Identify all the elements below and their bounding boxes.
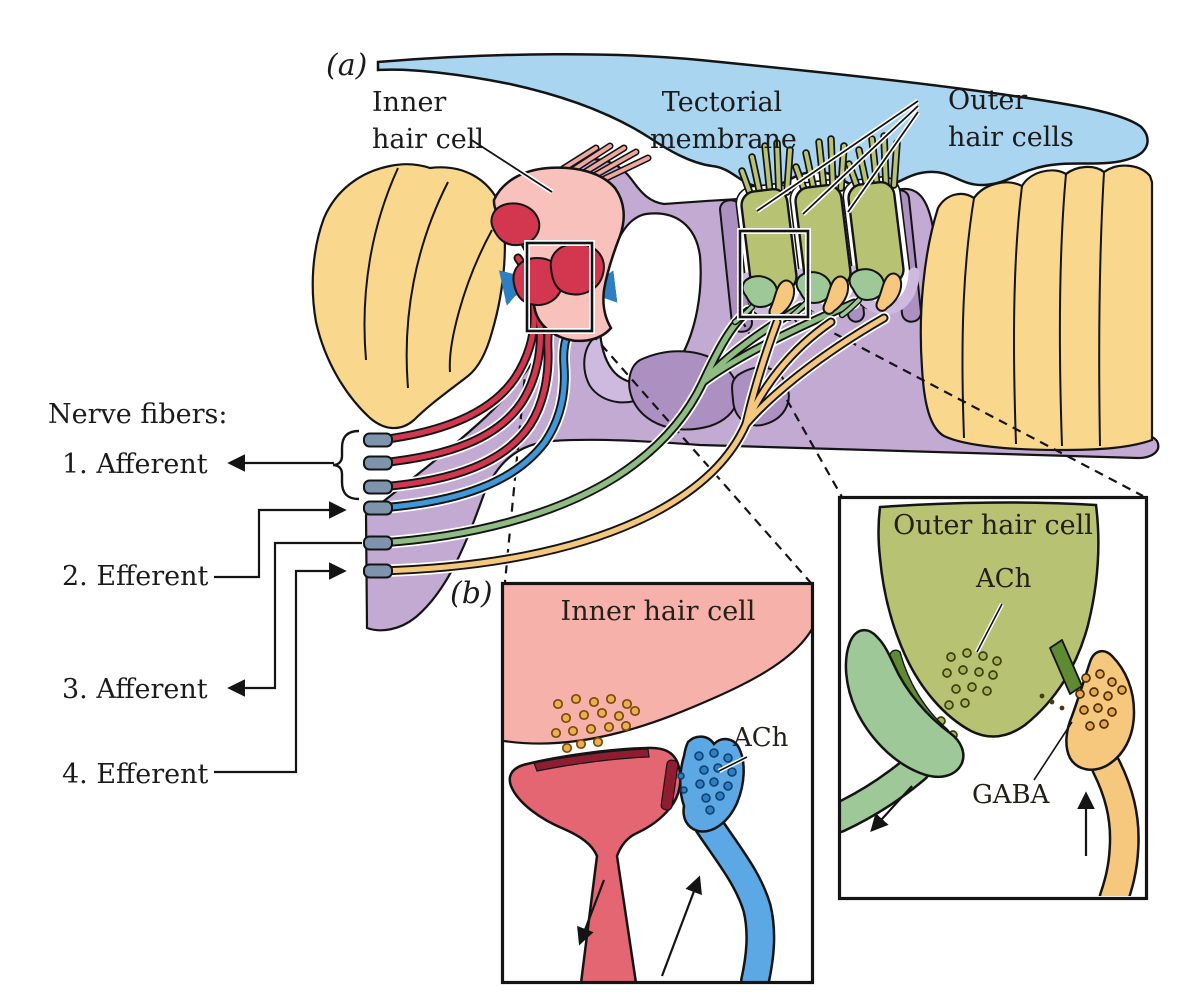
ohc-ach-vesicles — [936, 648, 1002, 740]
tectorial-membrane-shape — [376, 52, 1149, 191]
inset-outer-ach-label: ACh — [976, 564, 1032, 594]
gaba-vesicles — [1075, 669, 1127, 731]
inner-hair-cell-label-line2: hair cell — [372, 124, 484, 155]
inner-supporting-cells — [311, 163, 506, 430]
efferent-yellow-fiber — [373, 311, 891, 578]
inset-inner-title: Inner hair cell — [560, 596, 756, 627]
fiber-item-1-afferent: 1. Afferent — [62, 449, 208, 480]
outer-hair-cells-label: Outer hair cells — [948, 82, 1074, 156]
fiber-end-caps — [363, 432, 393, 579]
fiber-item-4-efferent: 4. Efferent — [62, 759, 209, 790]
outer-hair-cells-label-line2: hair cells — [948, 122, 1074, 153]
ohc-sample-box — [737, 228, 811, 320]
fiber-item-2-efferent: 2. Efferent — [62, 561, 209, 592]
ihc-sample-box — [524, 240, 595, 334]
signal-direction-arrows — [577, 875, 702, 977]
inset-ihc-body — [504, 585, 812, 744]
gaba-pointer-line — [1033, 721, 1073, 781]
ach-pointer-line — [718, 756, 748, 772]
inset-ohc-body — [877, 501, 1100, 738]
nerve-fibers-heading: Nerve fibers: — [48, 399, 228, 430]
tectorial-membrane-label: Tectorial membrane — [650, 84, 797, 158]
outer-hair-cells-label-line1: Outer — [948, 85, 1028, 116]
label-connector-arrows — [214, 454, 362, 774]
label-pointer-lines — [468, 98, 921, 216]
inset-afferent-terminal — [508, 746, 682, 981]
ach-vesicles — [677, 748, 737, 815]
signal-direction-arrows — [870, 785, 1095, 856]
ohc-ach-pointer-line — [976, 603, 1003, 653]
inset-ohc-afferent-terminal — [844, 629, 965, 779]
inner-hair-cell-label-line1: Inner — [372, 87, 447, 118]
synaptic-density-bar — [660, 759, 679, 811]
panel-b-label: (b) — [450, 576, 493, 611]
afferent-group-brace — [332, 429, 360, 501]
synaptic-density-bar — [533, 748, 650, 772]
inset-inner-hair-cell — [500, 581, 815, 985]
panel-a-label: (a) — [326, 48, 368, 83]
tectorial-label-line1: Tectorial — [661, 87, 783, 118]
afferent-green-fiber — [373, 296, 861, 550]
inset-inner-ach-label: ACh — [733, 723, 789, 753]
inset-outer-hair-cell — [837, 495, 1149, 901]
inset-outer-title: Outer hair cell — [893, 510, 1093, 541]
tectorial-label-line2: membrane — [650, 124, 797, 155]
inner-hair-cell-label: Inner hair cell — [372, 84, 484, 158]
inset-outer-gaba-label: GABA — [972, 780, 1050, 810]
hensen-cells — [919, 164, 1154, 452]
fiber-item-3-afferent: 3. Afferent — [62, 674, 208, 705]
